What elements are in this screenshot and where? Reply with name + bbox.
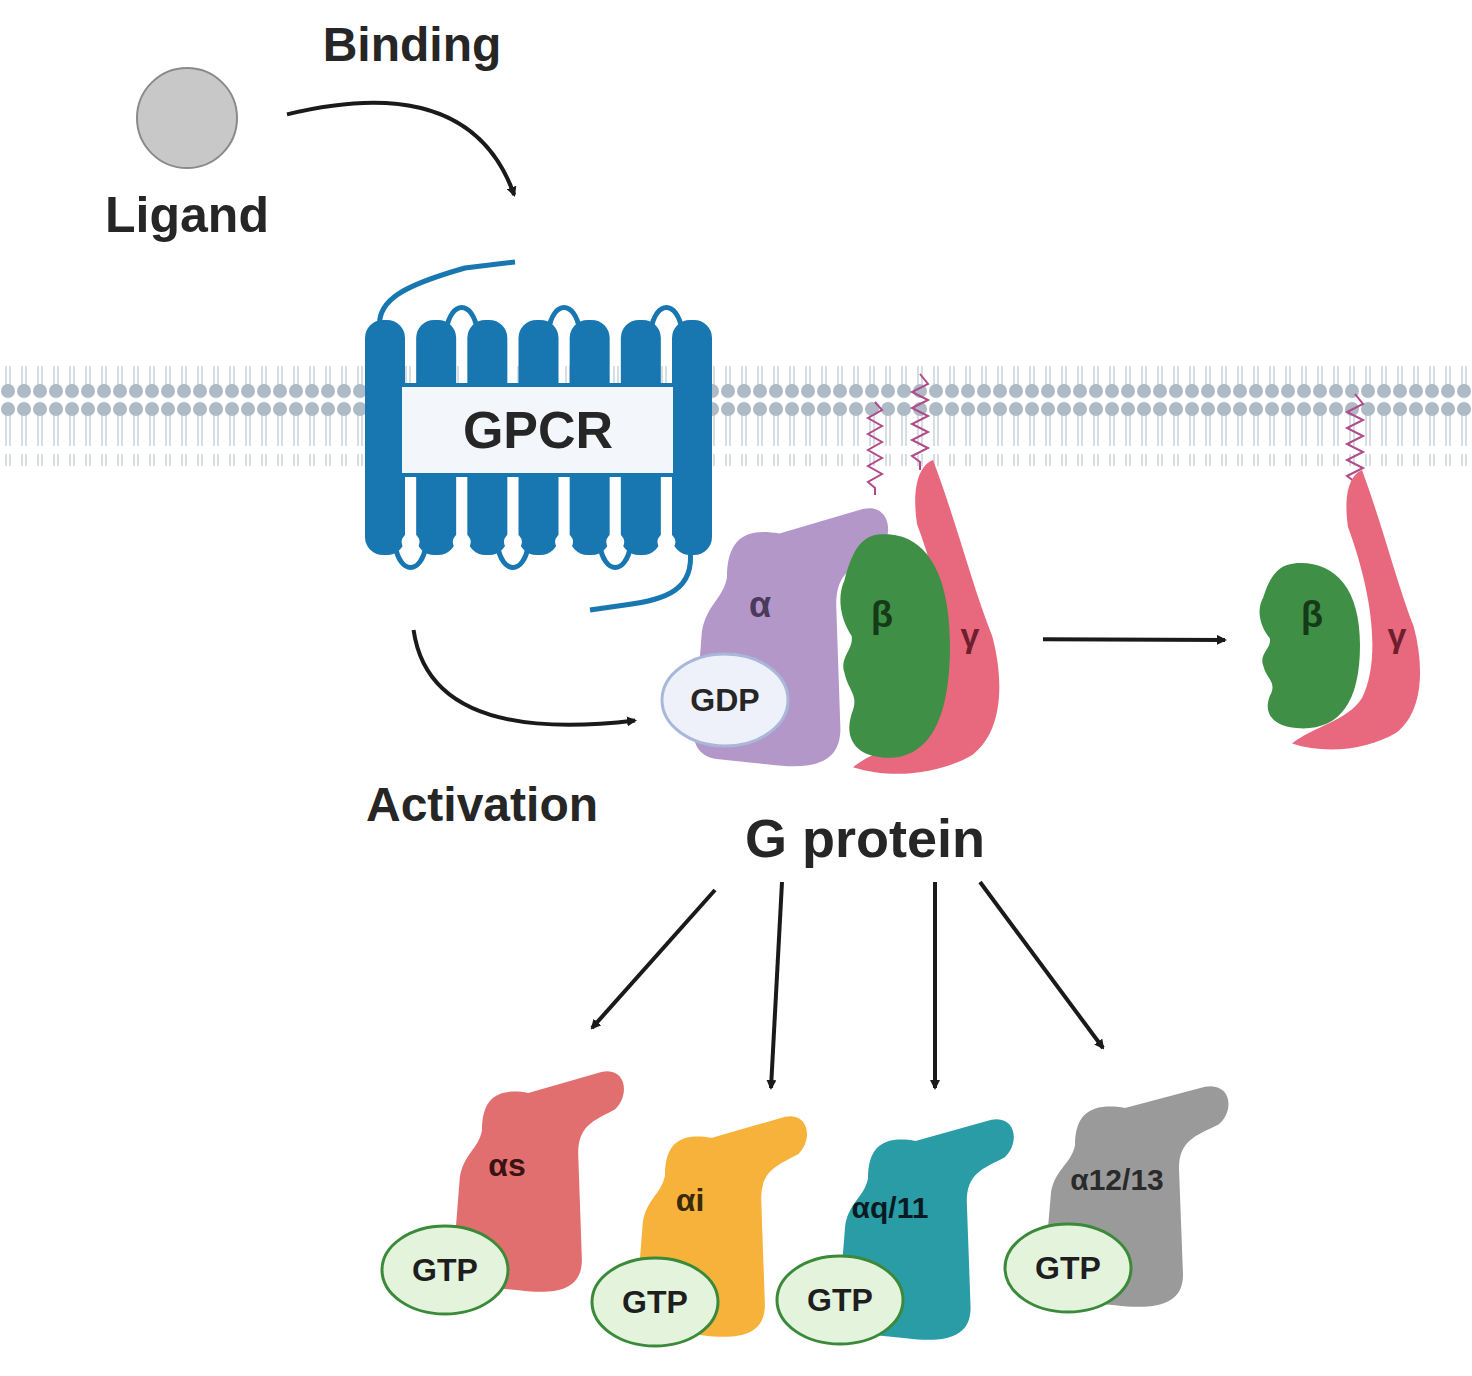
- lipid-anchor: [868, 374, 1363, 495]
- gtp-molecule: GTP: [1003, 1222, 1133, 1314]
- gdp-molecule: GDP: [660, 652, 790, 748]
- g-protein-arrows: [592, 882, 1103, 1088]
- node-label: γ: [961, 618, 980, 652]
- edge-label: Binding: [323, 21, 502, 69]
- ligand: Ligand: [87, 65, 287, 255]
- arrow-connector: [1043, 637, 1225, 642]
- arrow-connector: [287, 103, 514, 195]
- gpcr-receptor: GPCR: [365, 320, 712, 560]
- node-label: GTP: [807, 1284, 873, 1316]
- gtp-molecule: GTP: [590, 1256, 720, 1348]
- node-label: GDP: [690, 684, 759, 716]
- node-label: GTP: [412, 1254, 478, 1286]
- node-label: α12/13: [1070, 1165, 1164, 1195]
- gtp-molecule: GTP: [380, 1224, 510, 1316]
- node-label: β: [1301, 597, 1323, 633]
- group-label: G protein: [745, 811, 985, 865]
- membrane: [0, 366, 1472, 466]
- beta-subunit-outline: [830, 530, 950, 760]
- beta-subunit: β: [1250, 560, 1360, 730]
- node-label: GPCR: [463, 404, 613, 456]
- node-label: α: [749, 587, 771, 623]
- arrow-connector: [414, 630, 635, 725]
- node-label: αs: [488, 1149, 525, 1181]
- node-label: Ligand: [105, 190, 269, 240]
- beta-subunit-outline: [1250, 560, 1360, 730]
- node-label: GTP: [1035, 1252, 1101, 1284]
- node-label: αi: [676, 1184, 705, 1216]
- node-label: GTP: [622, 1286, 688, 1318]
- node-label: β: [871, 597, 893, 633]
- gtp-molecule: GTP: [775, 1254, 905, 1346]
- edge-label: Activation: [366, 781, 598, 829]
- node-label: γ: [1388, 618, 1407, 652]
- node-label: αq/11: [852, 1193, 929, 1223]
- beta-subunit: β: [830, 530, 950, 760]
